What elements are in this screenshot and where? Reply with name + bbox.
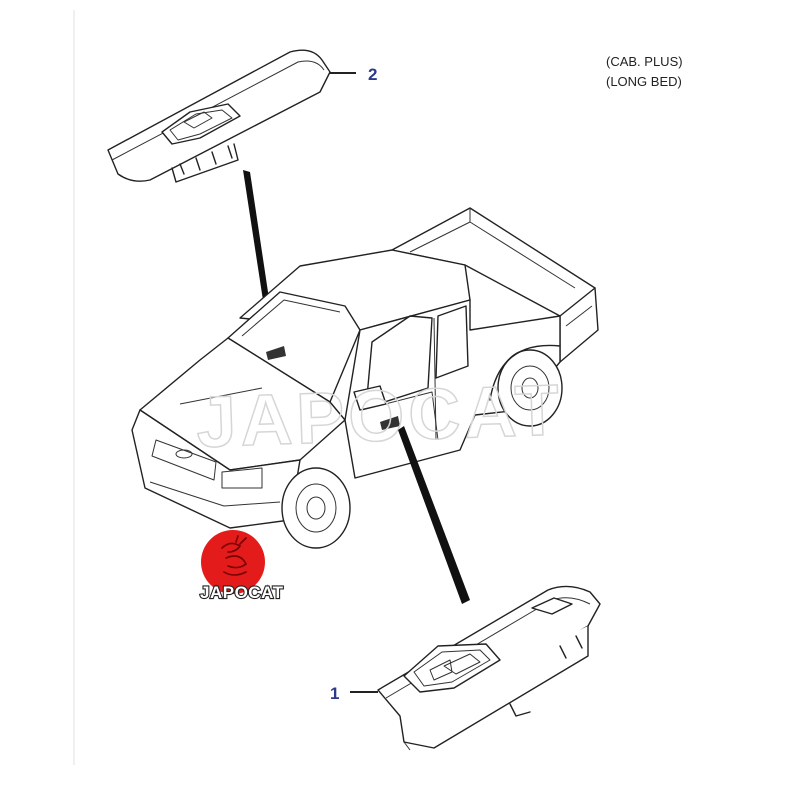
pickup-truck-illustration (131, 207, 599, 549)
pointer-arrow-part-1 (398, 426, 470, 604)
switch-location-marker-2 (266, 346, 286, 360)
callout-label-1: 1 (330, 684, 339, 703)
note-cab-plus: (CAB. PLUS) (606, 54, 683, 69)
watermark-text: JAPOCAT (195, 370, 564, 463)
note-long-bed: (LONG BED) (606, 74, 682, 89)
callout-label-2: 2 (368, 65, 377, 84)
pointer-arrow-part-2 (243, 170, 274, 333)
logo-red-disc (201, 530, 265, 594)
japocat-logo: JAPOCAT (199, 530, 284, 603)
logo-wordmark: JAPOCAT (200, 583, 284, 602)
logo-cat-emblem (221, 535, 248, 576)
switch-location-marker-1 (380, 416, 400, 430)
window-switch-part-2[interactable] (107, 49, 331, 183)
window-switch-part-1[interactable] (377, 585, 601, 751)
